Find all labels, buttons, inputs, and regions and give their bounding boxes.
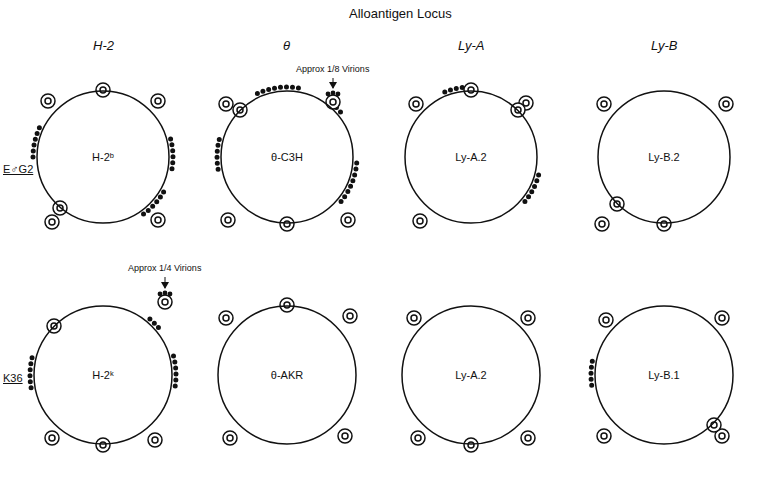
cell-line-label: E♂G2: [3, 163, 33, 175]
cell-label: Ly-A.2: [455, 369, 486, 381]
cell-circle: Ly-B.1: [594, 305, 734, 445]
cell-circle: θ-C3H: [220, 90, 354, 224]
virion-particles: [41, 83, 733, 452]
cell-circle: Ly-A.2: [401, 305, 541, 445]
cell-circle: Ly-B.2: [597, 90, 731, 224]
cell-label: H-2ᵇ: [92, 151, 114, 163]
figure-title: Alloantigen Locus: [349, 6, 452, 21]
cell-label: Ly-A.2: [455, 151, 486, 163]
cell-circle: H-2ᵏ: [33, 305, 173, 445]
locus-header: Ly-B: [651, 38, 678, 53]
locus-header: H-2: [93, 38, 114, 53]
cell-label: θ-C3H: [271, 151, 303, 163]
cell-circle: H-2ᵇ: [36, 90, 170, 224]
locus-header: Ly-A: [458, 38, 485, 53]
ferritin-dots: [30, 87, 594, 388]
cell-circle: θ-AKR: [217, 305, 357, 445]
pointer-arrows: [165, 78, 333, 288]
cell-line-label: K36: [3, 372, 23, 384]
annotation: Approx 1/4 Virions: [128, 263, 201, 273]
cell-label: θ-AKR: [271, 369, 303, 381]
locus-header: θ: [283, 38, 290, 53]
cell-circle: Ly-A.2: [404, 90, 538, 224]
cell-label: Ly-B.1: [648, 369, 679, 381]
cell-label: Ly-B.2: [648, 151, 679, 163]
cell-label: H-2ᵏ: [92, 369, 113, 381]
annotation: Approx 1/8 Virions: [296, 64, 369, 74]
